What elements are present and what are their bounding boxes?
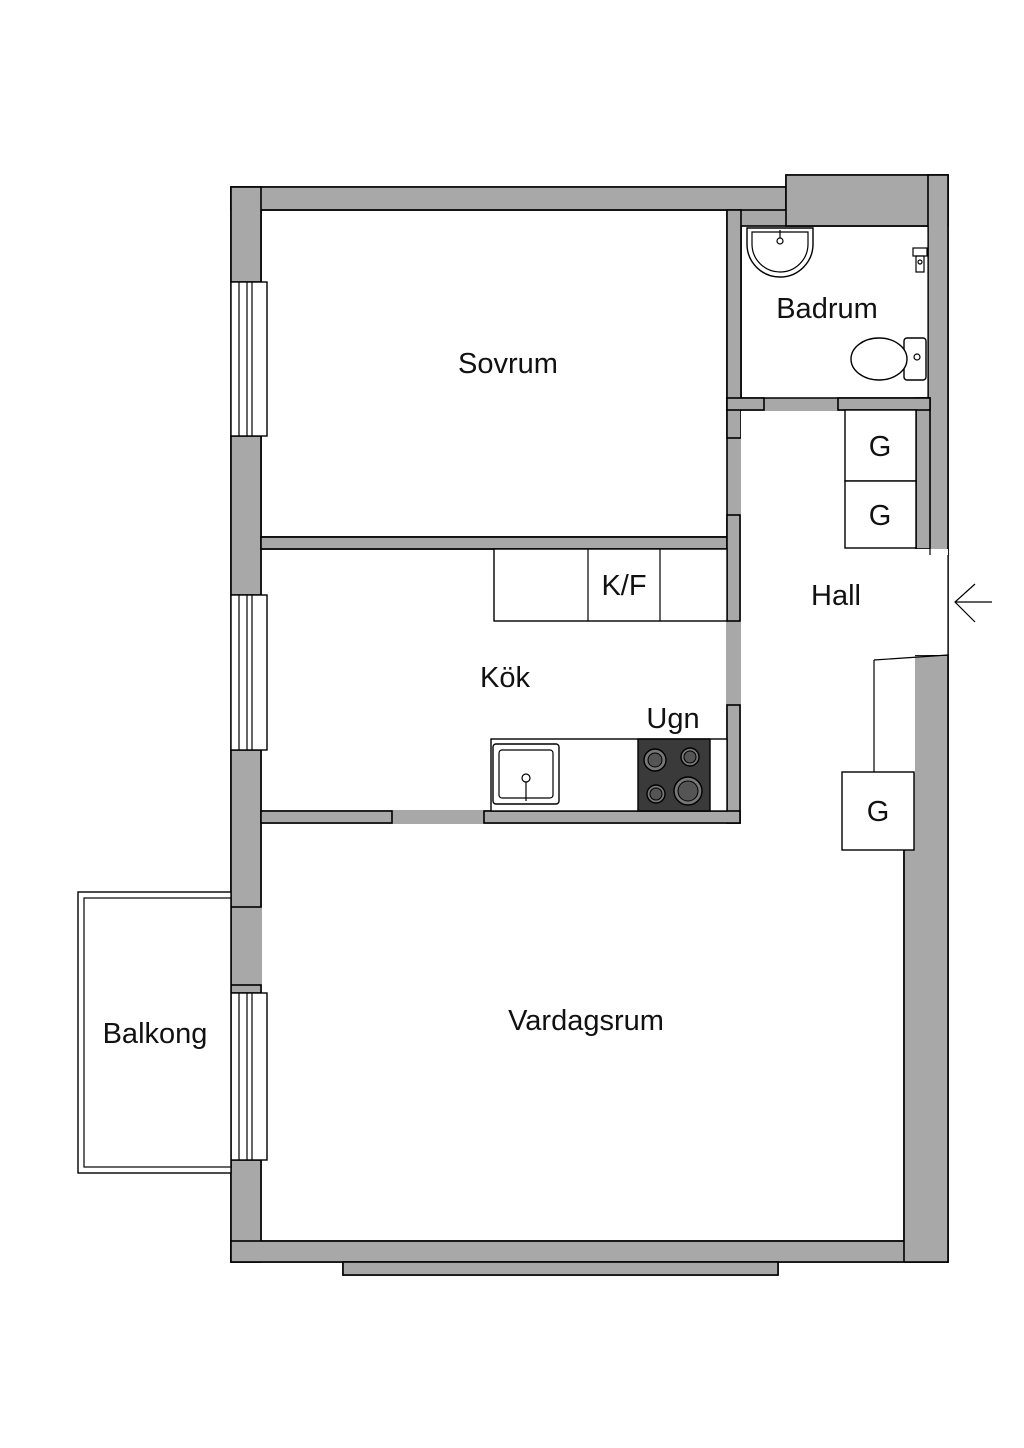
wardrobe-3 [841,771,915,851]
wall-right-upper [927,174,949,555]
wall-kitchen-living-right [483,810,741,824]
window-kok [230,594,268,751]
label-garderob-1: G [869,431,892,463]
toilet-icon [850,337,927,381]
label-balkong: Balkong [103,1018,208,1050]
floor-living [262,824,903,1240]
label-garderob-2: G [869,500,892,532]
wall-bath-bottom [837,397,931,411]
wall-kitchen-right-upper [726,514,741,622]
window-vardagsrum [230,992,268,1161]
floor-sovrum [262,211,726,536]
wall-top-left [230,186,787,211]
wall-bottom [230,1240,949,1263]
label-ugn: Ugn [646,703,699,735]
wall-kitchen-living-left [260,810,393,824]
label-kok: Kök [480,662,530,694]
label-sovrum: Sovrum [458,348,558,380]
kitchen-sink-icon [492,743,560,805]
wall-bottom-lip [342,1261,779,1276]
wall-kitchen-right-lower [726,704,741,824]
label-hall: Hall [811,580,861,612]
floor-hall-c [741,655,874,773]
wall-left-2 [230,435,262,596]
wall-bath-stub [726,397,765,411]
label-garderob-3: G [867,796,890,828]
kitchen-upper-counter [493,548,728,622]
label-kyl-frys: K/F [601,570,646,602]
washbasin-icon [746,227,814,278]
kitchen-lower-counter [490,738,728,812]
wall-top-right [785,174,949,227]
stove-icon [637,738,711,812]
faucet-icon [912,247,928,273]
label-vardagsrum: Vardagsrum [508,1005,664,1037]
wardrobe-2 [844,480,917,549]
wall-left-4 [230,984,262,994]
wall-left-1 [230,186,262,283]
wall-bed-kitchen [260,536,728,550]
floors [262,211,948,1240]
floor-hall-b [741,549,948,655]
label-badrum: Badrum [776,293,878,325]
wall-left-3 [230,749,262,908]
entrance-arrow-icon [954,583,992,623]
balcony [77,891,232,1174]
window-sovrum [230,281,268,437]
wall-right-notch [915,397,931,550]
windows [230,281,268,1161]
